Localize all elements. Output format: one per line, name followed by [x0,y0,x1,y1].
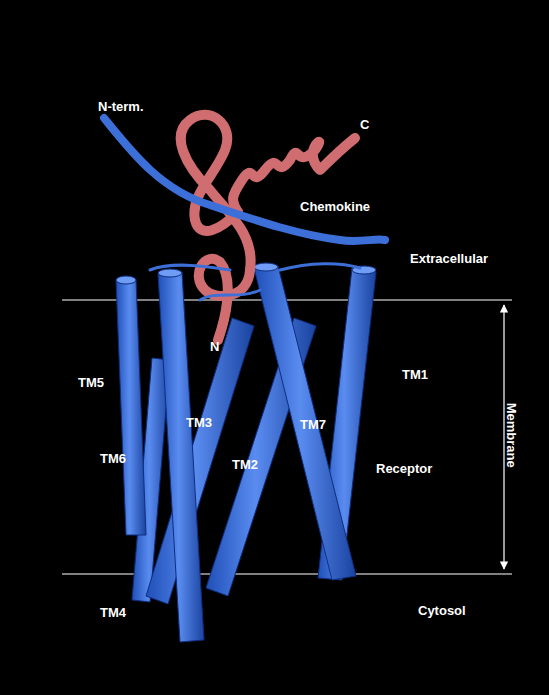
region-label: Membrane [503,403,517,468]
helix-cap [158,269,182,277]
helix-label: TM5 [78,376,104,390]
protein-label: Chemokine [300,200,370,214]
helix-tm7 [254,266,356,580]
helix-label: TM7 [300,418,326,432]
helix-tm6 [158,272,204,642]
receptor-n-terminus [104,118,385,300]
helix-label: TM6 [100,452,126,466]
helix-tm5 [116,280,146,535]
region-label: Extracellular [410,252,488,266]
c-terminus-label: C [360,118,369,132]
n-terminus-label: N [210,340,219,354]
region-label: Cytosol [418,604,466,618]
helix-label: TM3 [186,416,212,430]
helix-label: TM2 [232,458,258,472]
helix-cap [116,276,136,284]
helix-cap [254,263,278,271]
protein-label: Receptor [376,462,432,476]
helix-label: TM1 [402,368,428,382]
helix-label: TM4 [100,606,126,620]
n-terminus-label: N-term. [98,100,144,114]
membrane-line [62,573,512,574]
